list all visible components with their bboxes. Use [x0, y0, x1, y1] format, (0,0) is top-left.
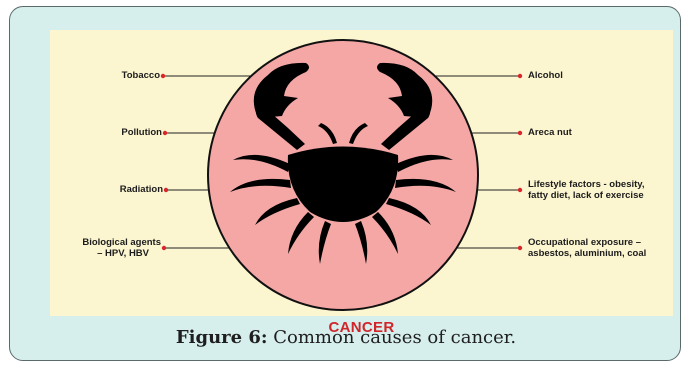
- diagram-panel: Tobacco Pollution Radiation Biological a…: [50, 30, 673, 316]
- label-pollution: Pollution: [121, 127, 162, 138]
- label-tobacco: Tobacco: [122, 70, 160, 81]
- label-lifestyle-factors: Lifestyle factors - obesity, fatty diet,…: [528, 179, 645, 201]
- label-biological-line2: – HPV, HBV: [82, 248, 161, 259]
- label-tobacco-text: Tobacco: [122, 70, 160, 81]
- label-radiation-text: Radiation: [120, 184, 163, 195]
- label-pollution-text: Pollution: [121, 127, 162, 138]
- label-occupational-exposure: Occupational exposure – asbestos, alumin…: [528, 237, 646, 259]
- label-areca-text: Areca nut: [528, 127, 572, 138]
- label-biological-agents: Biological agents – HPV, HBV: [82, 237, 161, 259]
- label-alcohol: Alcohol: [528, 70, 563, 81]
- label-occupational-line1: Occupational exposure –: [528, 237, 646, 248]
- figure-frame: Tobacco Pollution Radiation Biological a…: [9, 6, 681, 361]
- label-radiation: Radiation: [120, 184, 163, 195]
- label-biological-line1: Biological agents: [82, 237, 161, 248]
- label-occupational-line2: asbestos, aluminium, coal: [528, 248, 646, 259]
- label-alcohol-text: Alcohol: [528, 70, 563, 81]
- figure-caption: Figure 6: Common causes of cancer.: [10, 327, 682, 348]
- caption-text: Common causes of cancer.: [268, 327, 517, 348]
- label-lifestyle-line1: Lifestyle factors - obesity,: [528, 179, 645, 190]
- label-lifestyle-line2: fatty diet, lack of exercise: [528, 190, 645, 201]
- label-areca-nut: Areca nut: [528, 127, 572, 138]
- caption-label: Figure 6:: [176, 327, 268, 348]
